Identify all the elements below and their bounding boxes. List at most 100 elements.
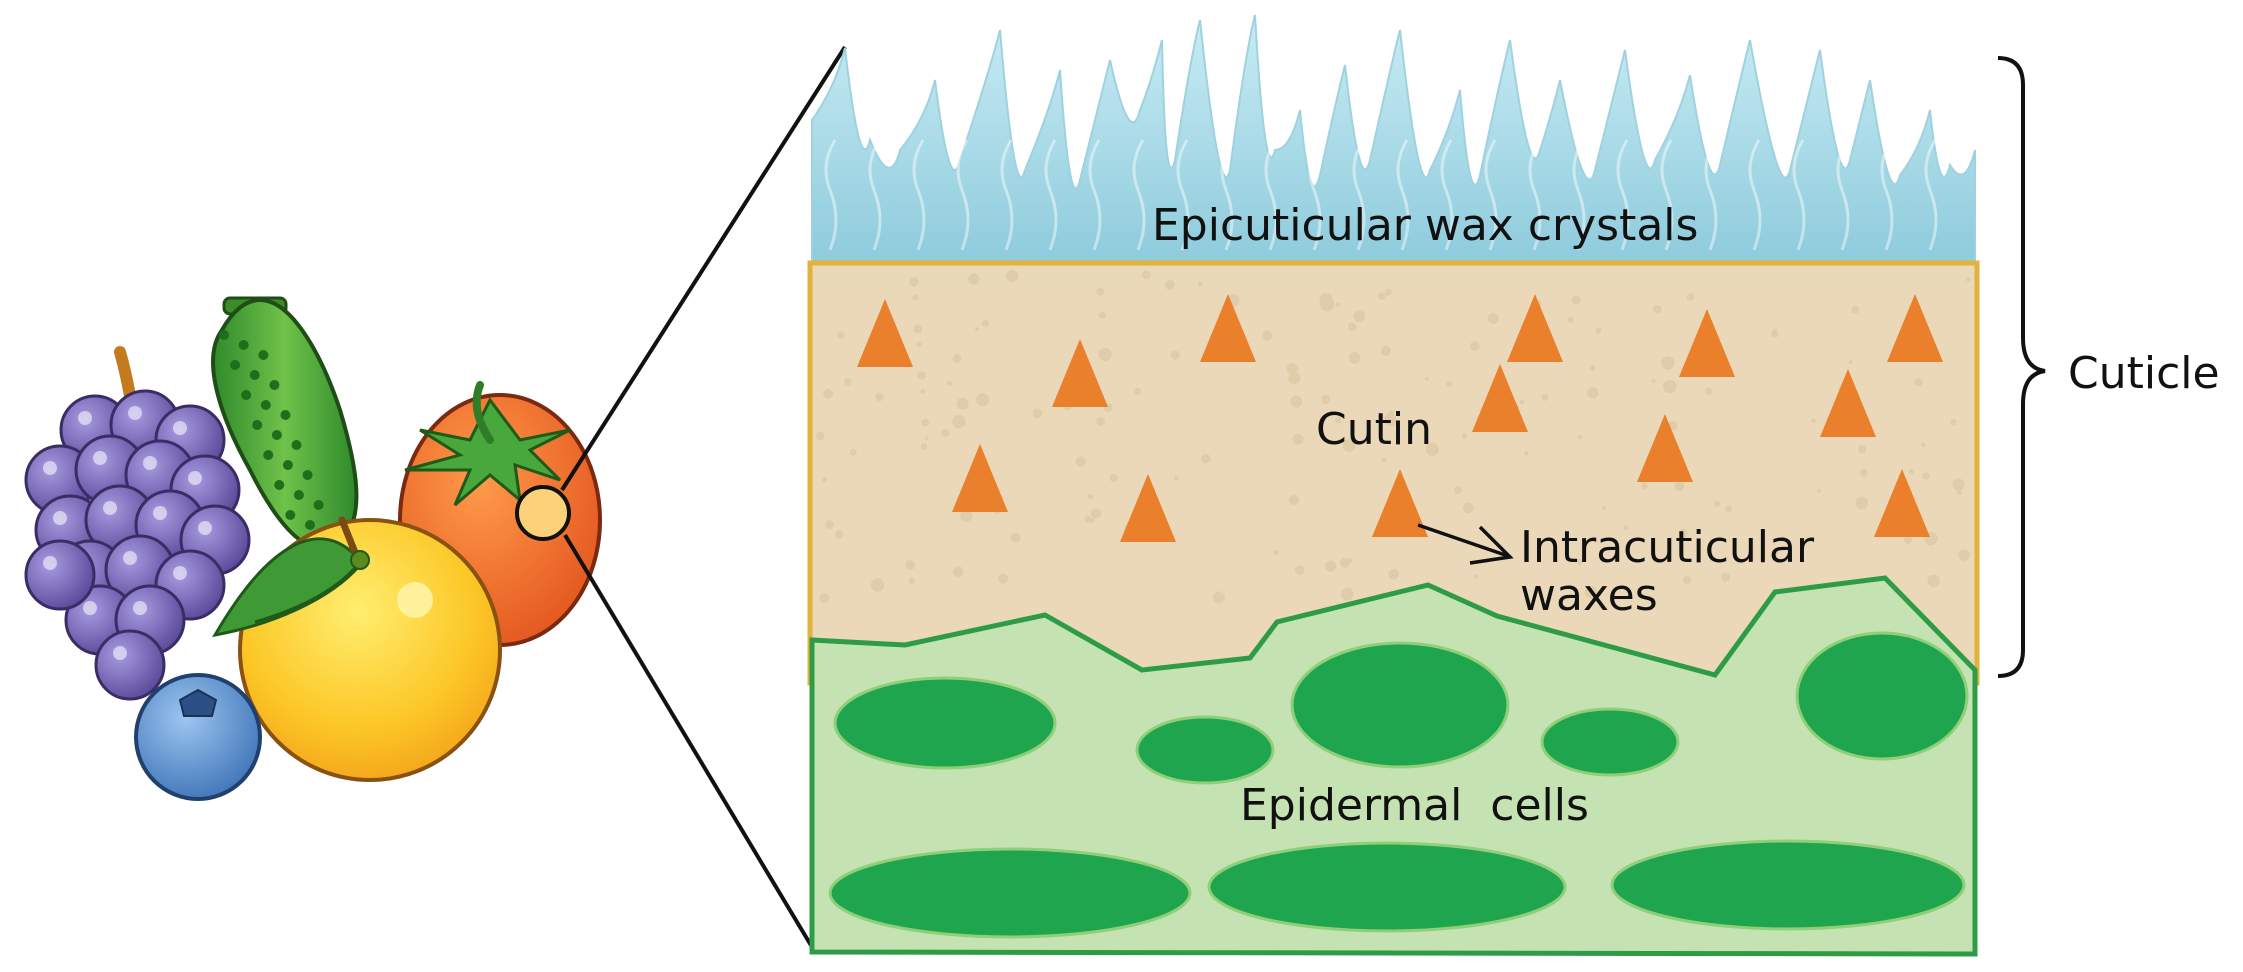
cutin-speck [1851,305,1860,314]
blueberry-icon [134,673,262,801]
wax-streak [912,139,926,251]
cutin-speck [1653,304,1662,314]
cutin-speck [913,324,923,334]
cucumber-dot [305,520,315,530]
cutin-speck [1384,288,1392,296]
grape-highlight [43,556,57,570]
cutin-speck [976,393,990,407]
cutin-speck [1678,528,1688,538]
cucumber-dot [313,500,324,510]
cutin-speck [1288,494,1300,505]
cutin-speck [1386,416,1397,426]
cutin-speck [1674,481,1685,492]
cutin-speck [975,327,980,332]
cutin-speck [1424,376,1429,381]
cutin-speck [1098,311,1106,319]
cuticle-label: Cuticle [2068,348,2220,399]
cutin-speck [1109,473,1119,483]
cutin-speck [1682,575,1692,585]
intracuticular-label-line2: waxes [1520,570,1658,621]
cutin-speck [1958,549,1970,561]
wax-triangles [857,294,1943,542]
grapes-icon [24,389,251,701]
cutin-speck [1651,378,1656,383]
wax-streak [1352,139,1366,251]
cutin-speck [1950,418,1957,426]
cutin-speck [1908,468,1914,475]
cutin-speck [920,389,926,394]
cutin-speck [1576,558,1583,566]
cutin-speck [1903,535,1912,545]
cucumber-dot [282,460,293,470]
cutin-speck [1771,330,1779,338]
cutin-speck [1859,468,1868,477]
cutin-speck [1446,381,1452,387]
intracuticular-label-line1: Intracuticular [1520,522,1815,573]
cutin-speck [1286,363,1299,375]
cutin-speck [1714,500,1721,507]
grape-highlight [78,411,92,425]
cutin-speck [1524,451,1529,456]
cucumber-dot [263,450,274,460]
cutin-speck [968,273,980,285]
wax-streak [824,139,838,251]
cutin-speck [1811,418,1816,423]
cutin-speck [1133,387,1142,395]
cutin-speck [1921,442,1926,447]
cutin-speck [1663,379,1677,394]
wax-streak [1264,139,1278,251]
cutin-speck [843,378,852,386]
cutin-speck [825,520,834,529]
wax-streak [1484,139,1498,251]
cutin-speck [1772,550,1779,556]
grape [94,629,166,701]
cutin-speck [956,397,969,410]
cutin-speck [1922,472,1930,480]
cutin-speck [1096,288,1105,296]
wax-streak [1792,139,1806,251]
cutin-speck [1377,292,1386,301]
wax-streak [1440,139,1454,251]
cutin-speck [1347,322,1357,332]
epidermal-cell [1540,707,1680,777]
cutin-speck [1956,489,1962,496]
cutin-speck [1966,277,1971,282]
wax-streak [1528,139,1542,251]
cutin-speck [941,428,950,437]
cucumber-dot [274,480,285,490]
cutin-label: Cutin [1316,404,1432,455]
cutin-speck [1087,493,1094,500]
cutin-speck [952,414,966,429]
cutin-speck [1584,585,1598,599]
cutin-speck [1353,310,1366,323]
wax-triangle [952,444,1008,512]
cutin-speck [1914,378,1923,387]
cutin-speck [1098,347,1112,362]
wax-streak [1132,139,1146,251]
cutin-speck [1388,568,1400,580]
cucumber-dot [280,410,291,420]
cutin-speck [1817,489,1822,493]
grape-highlight [128,406,142,420]
cutin-speck [1170,350,1180,360]
cutin-speck [815,431,825,441]
cutin-speck [1567,316,1574,323]
wax-streak [1880,139,1894,251]
cutin-speck [1084,515,1092,523]
wax-streak [956,139,970,251]
cutin-speck [947,380,953,386]
cutin-speck [1469,341,1480,351]
cutin-speck [1425,442,1440,456]
grape-highlight [173,421,187,435]
cutin-speck [1290,395,1303,408]
cutin-speck [1641,482,1648,490]
cucumber-dot [249,370,260,380]
cucumber-icon [211,296,359,551]
grape-highlight [188,471,202,485]
wax-triangle [1200,294,1256,362]
intracuticular-arrow [1417,523,1514,565]
cutin-speck [875,392,884,402]
epidermal-cells [828,631,1969,939]
grape-highlight [103,501,117,515]
grape [24,539,96,611]
